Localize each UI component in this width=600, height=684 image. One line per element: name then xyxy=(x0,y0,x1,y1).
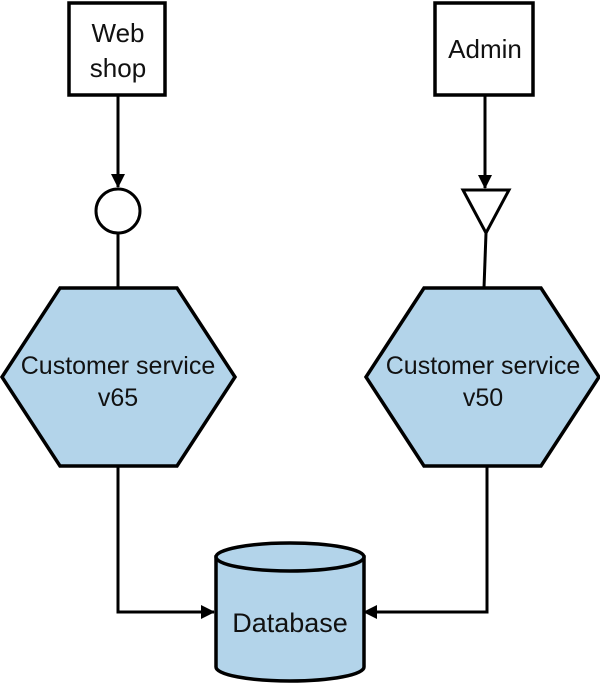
database-cylinder-top xyxy=(214,541,366,573)
admin-node: Admin xyxy=(433,1,535,97)
customer-service-v65-label-line1: Customer service xyxy=(21,352,216,380)
web-shop-node: Web shop xyxy=(67,1,167,97)
admin-box xyxy=(433,1,535,97)
customer-service-v50-node: Customer service v50 xyxy=(363,286,600,468)
edge-service-v50-to-database xyxy=(363,466,489,619)
database-label: Database xyxy=(232,608,348,638)
edge-interface-to-service-v50 xyxy=(482,232,488,289)
web-shop-label-line1: Web xyxy=(92,18,145,48)
web-shop-label-line2: shop xyxy=(90,53,146,83)
edge-service-v65-to-database xyxy=(116,466,215,619)
customer-service-v50-label-line1: Customer service xyxy=(386,352,581,380)
database-node: Database xyxy=(214,541,366,683)
customer-service-v50-label-line2: v50 xyxy=(463,384,503,412)
admin-label: Admin xyxy=(448,34,522,64)
triangle-interface-icon xyxy=(460,188,512,237)
customer-service-v65-hexagon xyxy=(0,286,238,468)
customer-service-v50-hexagon xyxy=(363,286,600,468)
web-shop-box xyxy=(67,1,167,97)
customer-service-v65-label-line2: v65 xyxy=(98,384,138,412)
circle-interface-icon xyxy=(94,187,142,235)
database-cylinder-body xyxy=(214,555,366,683)
customer-service-v65-node: Customer service v65 xyxy=(0,286,238,468)
